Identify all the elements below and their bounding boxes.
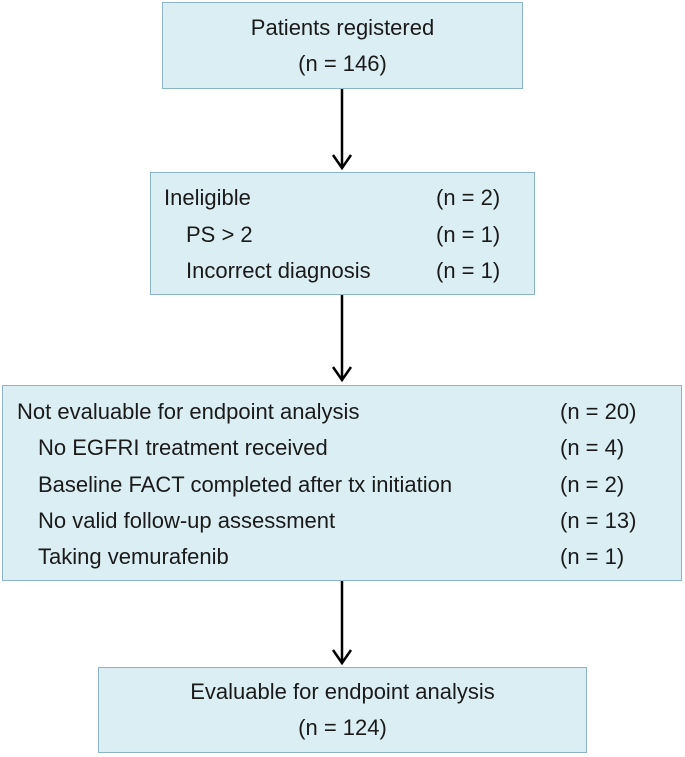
no-egfri-count: (n = 4) [560, 435, 625, 460]
no-followup-count: (n = 13) [560, 508, 637, 533]
no-egfri-label: No EGFRI treatment received [38, 435, 328, 460]
ineligible-label: Ineligible [164, 185, 251, 210]
ineligible-ps-label: PS > 2 [186, 222, 253, 247]
not-evaluable-label: Not evaluable for endpoint analysis [17, 399, 360, 424]
vemurafenib-label: Taking vemurafenib [38, 544, 229, 569]
arrow-ineligible-to-not-evaluable [331, 295, 353, 383]
registered-count: (n = 146) [298, 50, 387, 76]
arrow-not-evaluable-to-evaluable [331, 581, 353, 666]
evaluable-box: Evaluable for endpoint analysis (n = 124… [98, 667, 587, 753]
arrow-registered-to-ineligible [331, 89, 353, 171]
ineligible-diagnosis-count: (n = 1) [436, 258, 501, 283]
ineligible-diagnosis-label: Incorrect diagnosis [186, 258, 371, 283]
no-followup-label: No valid follow-up assessment [38, 508, 336, 533]
baseline-fact-label: Baseline FACT completed after tx initiat… [38, 472, 453, 497]
evaluable-count: (n = 124) [298, 715, 387, 740]
baseline-fact-count: (n = 2) [560, 472, 625, 497]
vemurafenib-count: (n = 1) [560, 544, 625, 569]
not-evaluable-count: (n = 20) [560, 399, 637, 424]
ineligible-ps-count: (n = 1) [436, 222, 501, 247]
ineligible-box: Ineligible (n = 2) PS > 2 (n = 1) Incorr… [150, 172, 535, 295]
ineligible-count: (n = 2) [436, 185, 501, 210]
registered-title: Patients registered [250, 14, 435, 40]
evaluable-title: Evaluable for endpoint analysis [190, 679, 495, 704]
not-evaluable-box: Not evaluable for endpoint analysis (n =… [2, 385, 682, 581]
registered-box: Patients registered (n = 146) [162, 2, 523, 89]
